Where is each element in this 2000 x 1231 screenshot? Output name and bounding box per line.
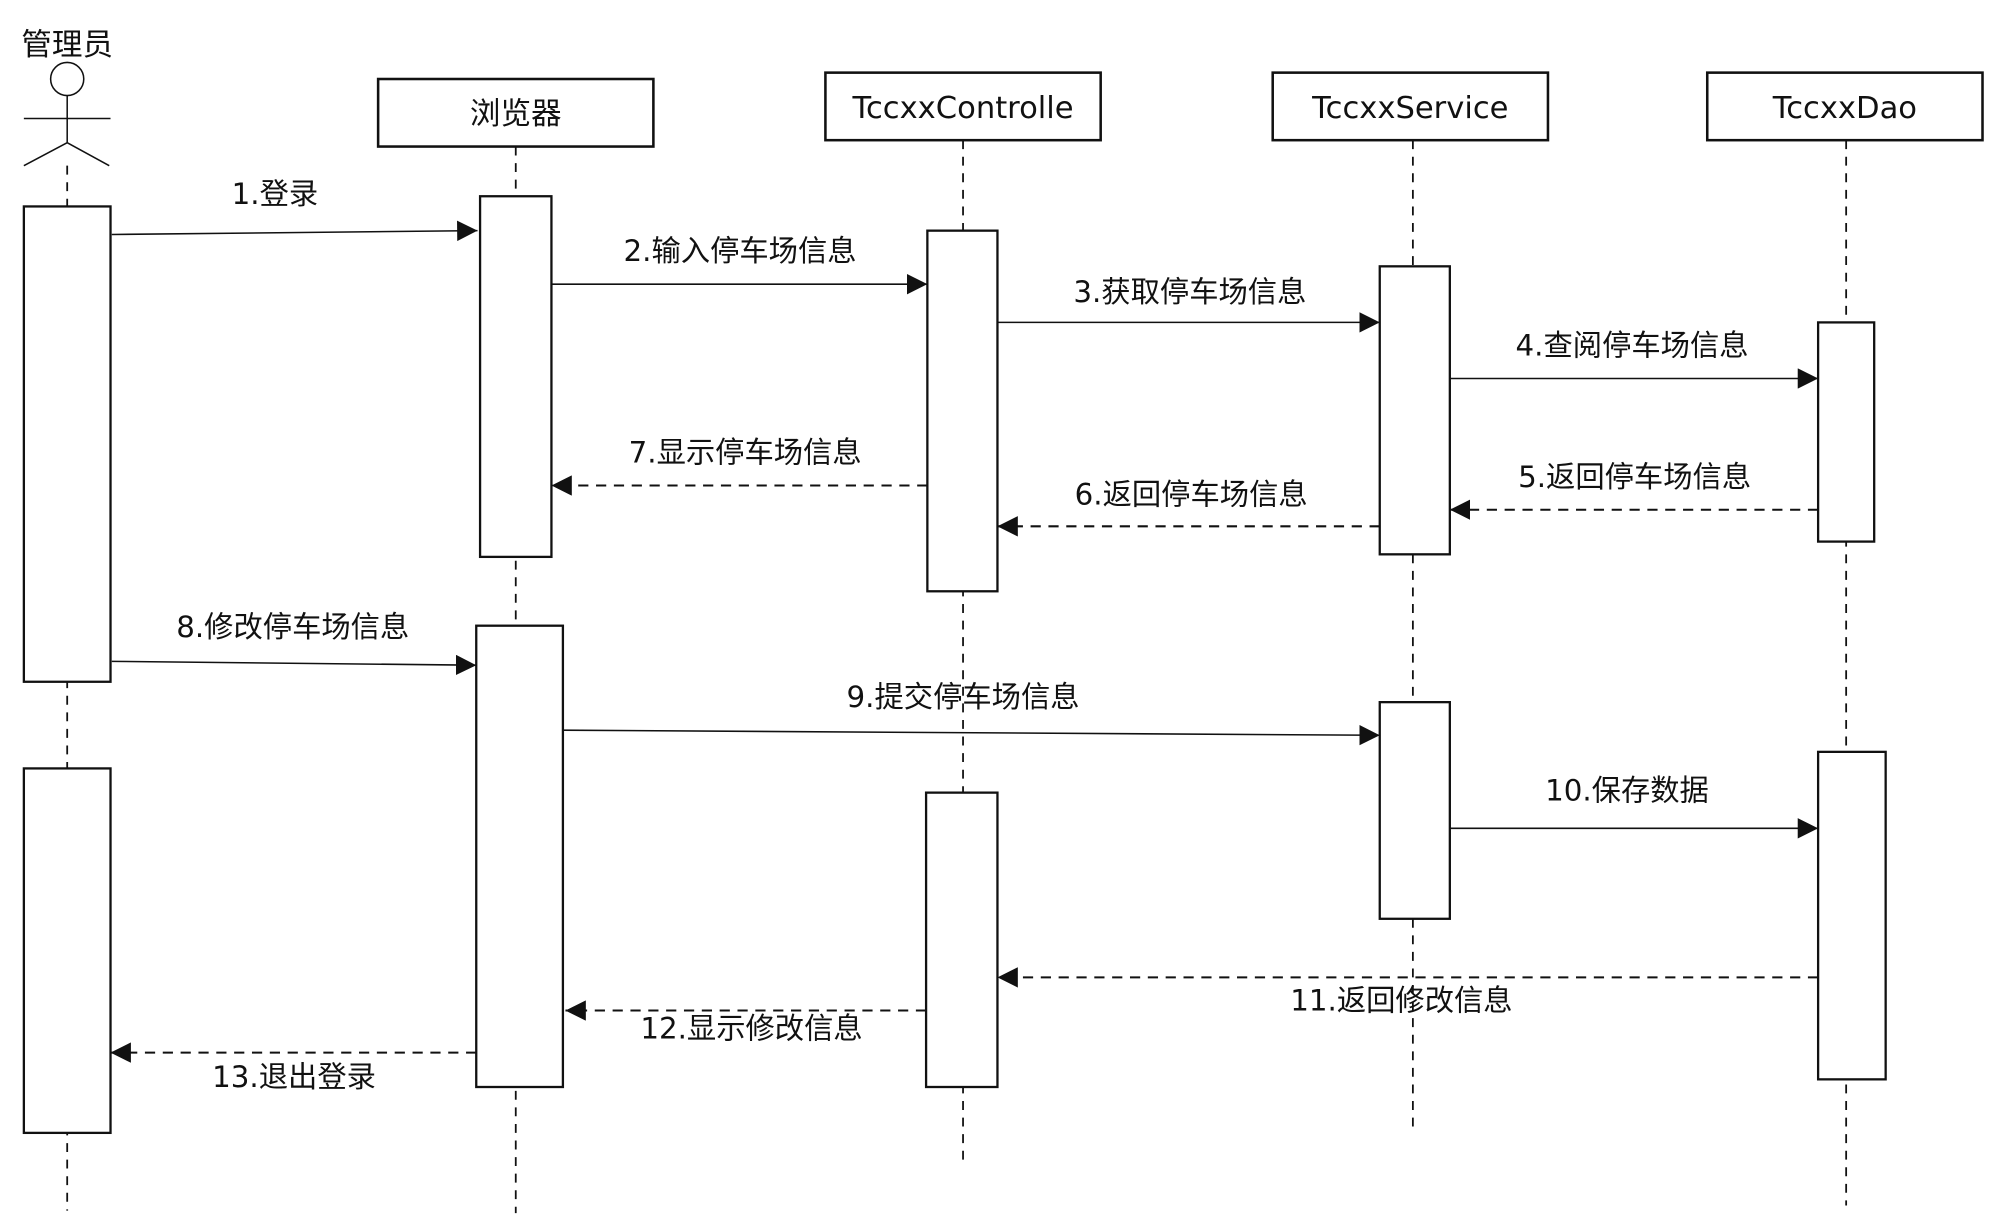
participant-box [1705,71,1984,142]
activation-bar-browser [478,195,553,559]
message-label: 5.返回停车场信息 [1518,460,1751,494]
message-7[interactable]: 7.显示停车场信息 [551,436,928,496]
message-10[interactable]: 10.保存数据 [1449,773,1819,839]
message-9[interactable]: 9.提交停车场信息 [562,680,1380,746]
message-label: 4.查阅停车场信息 [1516,329,1749,363]
participant-label: TccxxDao [1772,91,1917,126]
activation-bar-service [1378,265,1451,556]
message-12[interactable]: 12.显示修改信息 [565,1000,927,1046]
participant-label: TccxxService [1311,91,1508,126]
activation-bar-service [1378,701,1451,920]
message-3[interactable]: 3.获取停车场信息 [997,275,1380,333]
participant-service[interactable]: TccxxService [1271,71,1550,142]
participant-label: 浏览器 [470,97,562,132]
participant-label: TccxxControlle [851,91,1073,126]
activation-bar-dao [1816,321,1876,543]
activation-bar-browser [475,624,565,1089]
activation-bar-controller [924,791,999,1089]
message-label: 6.返回停车场信息 [1075,478,1308,512]
message-label: 12.显示修改信息 [640,1012,862,1046]
message-1[interactable]: 1.登录 [111,177,478,242]
call-arrow [111,654,477,676]
message-label: 10.保存数据 [1545,773,1709,807]
message-11[interactable]: 11.返回修改信息 [997,967,1819,1018]
activation-bar-admin [22,205,112,683]
message-label: 8.修改停车场信息 [176,610,409,644]
call-arrow [111,220,478,242]
message-label: 7.显示停车场信息 [629,436,862,470]
participant-dao[interactable]: TccxxDao [1705,71,1984,142]
participant-admin[interactable]: 管理员 [21,28,113,167]
participant-controller[interactable]: TccxxControlle [824,71,1102,142]
message-5[interactable]: 5.返回停车场信息 [1449,460,1819,520]
participant-browser[interactable]: 浏览器 [376,77,655,148]
message-4[interactable]: 4.查阅停车场信息 [1449,329,1819,389]
participant-label: 管理员 [21,28,113,63]
activation-bar-dao [1816,750,1887,1081]
message-label: 11.返回修改信息 [1290,984,1512,1018]
message-label: 3.获取停车场信息 [1073,275,1306,309]
participant-box [376,77,655,148]
message-6[interactable]: 6.返回停车场信息 [997,478,1380,537]
activation-bar-admin [22,767,112,1135]
participant-box [1271,71,1550,142]
message-13[interactable]: 13.退出登录 [110,1042,477,1094]
message-2[interactable]: 2.输入停车场信息 [551,234,928,295]
call-arrow [562,724,1380,746]
activation-bar-controller [926,229,999,593]
message-label: 9.提交停车场信息 [847,680,1080,714]
message-label: 2.输入停车场信息 [624,234,857,268]
actor-icon [23,61,111,167]
message-8[interactable]: 8.修改停车场信息 [111,610,477,676]
message-label: 1.登录 [232,177,319,211]
participant-box [824,71,1102,142]
message-label: 13.退出登录 [212,1060,376,1094]
